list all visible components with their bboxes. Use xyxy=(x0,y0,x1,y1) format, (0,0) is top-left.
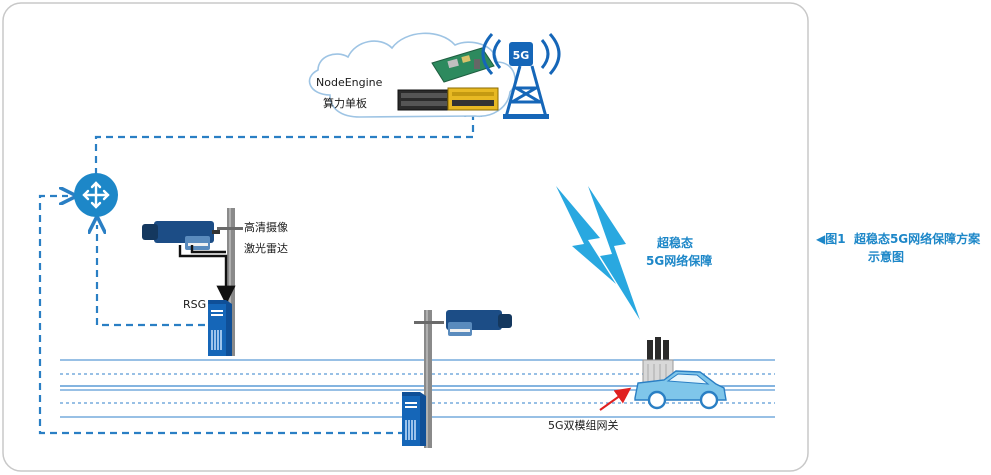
wireless-label-line1: 超稳态 xyxy=(656,235,693,250)
middle-pole xyxy=(414,310,444,448)
roadside-server-icon xyxy=(402,392,426,446)
figure-caption: ◀图1 超稳态5G网络保障方案 示意图 xyxy=(816,230,991,266)
roadside-camera-icon xyxy=(446,310,512,336)
caption-marker-icon: ◀ xyxy=(816,232,826,246)
router-icon xyxy=(74,173,118,217)
gateway-pointer-arrow xyxy=(599,387,632,411)
rsg-label: RSG xyxy=(183,298,206,311)
link-router-to-cloud xyxy=(94,108,473,175)
cloud-label-line2: 算力单板 xyxy=(323,96,367,110)
camera-label-line1: 高清摄像 xyxy=(244,220,288,234)
compute-board-icon xyxy=(431,47,495,83)
dashed-links xyxy=(38,108,473,435)
diagram-frame xyxy=(2,2,809,472)
caption-title-line2: 示意图 xyxy=(868,250,905,264)
camera-label-line2: 激光雷达 xyxy=(244,241,288,255)
camera-cable xyxy=(178,245,236,305)
5g-tower-icon: 5G xyxy=(481,32,561,119)
link-roadside-to-router xyxy=(38,196,405,435)
link-rsg-to-router xyxy=(97,225,205,327)
caption-figure-number: 图1 xyxy=(825,232,846,246)
cloud-label-line1: NodeEngine xyxy=(316,76,383,89)
wireless-label-line2: 5G网络保障 xyxy=(646,253,712,268)
tower-badge-label: 5G xyxy=(513,49,530,62)
lightning-icon xyxy=(556,186,640,320)
left-pole xyxy=(217,208,243,356)
cloud: NodeEngine 算力单板 xyxy=(308,32,516,118)
caption-title-line1: 超稳态5G网络保障方案 xyxy=(853,232,981,246)
server-chassis-icon xyxy=(397,87,499,111)
gateway-label: 5G双模组网关 xyxy=(548,418,619,432)
rsg-server-icon xyxy=(208,300,232,356)
car-icon xyxy=(634,370,727,410)
